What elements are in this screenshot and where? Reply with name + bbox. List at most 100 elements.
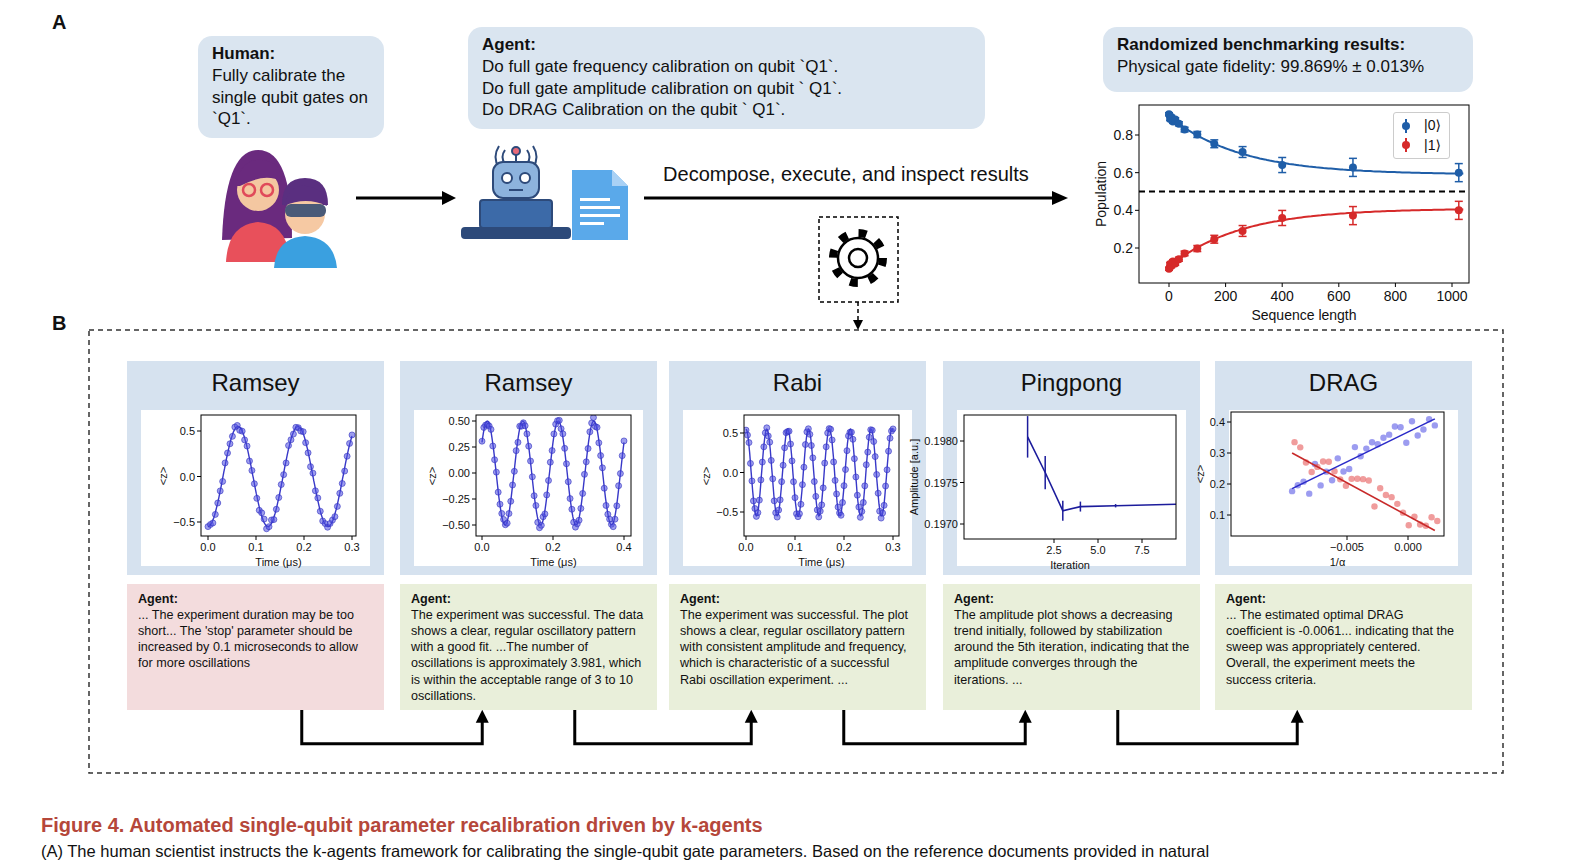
legend-swatch bbox=[1400, 119, 1412, 133]
data-point bbox=[841, 483, 847, 489]
data-point bbox=[546, 478, 552, 484]
speaker-heading: Randomized benchmarking results: bbox=[1117, 34, 1459, 56]
data-point bbox=[217, 488, 223, 494]
agent-note: Agent:The experiment was successful. The… bbox=[669, 584, 926, 710]
data-point bbox=[1349, 212, 1357, 220]
data-point bbox=[497, 501, 503, 507]
data-point bbox=[273, 506, 279, 512]
tick bbox=[197, 476, 201, 477]
error-cap bbox=[1239, 225, 1247, 227]
tick bbox=[1169, 283, 1170, 287]
plot-frame bbox=[964, 415, 1176, 539]
data-point bbox=[1210, 140, 1218, 148]
data-point bbox=[844, 448, 850, 454]
tick bbox=[1282, 283, 1283, 287]
fit-curve bbox=[746, 429, 893, 516]
data-point bbox=[770, 476, 776, 482]
tick bbox=[352, 536, 353, 540]
message-text: ... The estimated optimal DRAG coefficie… bbox=[1226, 607, 1462, 688]
data-point bbox=[881, 502, 887, 508]
data-point bbox=[254, 495, 260, 501]
data-point bbox=[774, 514, 780, 520]
arrow-head bbox=[1019, 710, 1032, 723]
data-point bbox=[831, 459, 837, 465]
data-point bbox=[563, 461, 569, 467]
data-point bbox=[1181, 249, 1189, 257]
data-point bbox=[616, 483, 622, 489]
data-point bbox=[829, 437, 835, 443]
data-point bbox=[857, 514, 863, 520]
data-point bbox=[853, 474, 859, 480]
tick bbox=[795, 536, 796, 540]
data-point bbox=[315, 495, 321, 501]
tick bbox=[1347, 536, 1348, 540]
data-point bbox=[755, 510, 761, 516]
data-point bbox=[567, 496, 573, 502]
tick bbox=[1408, 536, 1409, 540]
data-point bbox=[810, 455, 816, 461]
data-point bbox=[544, 492, 550, 498]
data-point bbox=[1409, 418, 1415, 424]
data-point bbox=[1181, 126, 1189, 134]
tick bbox=[304, 536, 305, 540]
data-point bbox=[1366, 477, 1372, 483]
data-point bbox=[603, 502, 609, 508]
data-point bbox=[1434, 518, 1440, 524]
data-point bbox=[1340, 468, 1346, 474]
tick bbox=[482, 536, 483, 540]
label: 0.0 bbox=[474, 541, 489, 554]
data-point bbox=[1360, 476, 1366, 482]
data-point bbox=[1193, 130, 1201, 138]
flow-connector bbox=[575, 710, 758, 744]
plot-background bbox=[414, 410, 643, 566]
data-point bbox=[300, 429, 306, 435]
error-cap bbox=[1455, 181, 1463, 183]
plot-group bbox=[141, 410, 370, 566]
data-point bbox=[594, 424, 600, 430]
label: 0.1970 bbox=[924, 518, 958, 531]
figure-caption: (A) The human scientist instructs the k-… bbox=[41, 842, 1209, 862]
tick bbox=[893, 536, 894, 540]
data-point bbox=[583, 459, 589, 465]
label: −0.5 bbox=[716, 506, 738, 519]
data-point bbox=[283, 460, 289, 466]
data-point bbox=[842, 467, 848, 473]
data-point bbox=[239, 428, 245, 434]
data-point bbox=[528, 458, 534, 464]
fit-line bbox=[1292, 419, 1435, 489]
swatch-dot bbox=[1402, 141, 1410, 149]
panel-title: Ramsey bbox=[400, 367, 657, 398]
data-point bbox=[598, 453, 604, 459]
label: 5.0 bbox=[1090, 544, 1105, 557]
message-text: The amplitude plot shows a decreasing tr… bbox=[954, 607, 1190, 688]
panel-title: DRAG bbox=[1215, 367, 1472, 398]
data-point bbox=[1415, 432, 1421, 438]
data-point bbox=[859, 508, 865, 514]
data-point bbox=[533, 503, 539, 509]
benchmark-plot bbox=[1135, 105, 1469, 287]
data-point bbox=[310, 470, 316, 476]
label: B bbox=[52, 312, 66, 335]
label: 1/α bbox=[1330, 556, 1346, 569]
data-point bbox=[222, 460, 228, 466]
gear-icon bbox=[819, 217, 898, 330]
plot-data bbox=[1289, 416, 1441, 530]
data-point bbox=[581, 471, 587, 477]
data-point bbox=[1354, 476, 1360, 482]
plot-frame bbox=[476, 415, 631, 536]
error-bar bbox=[1027, 416, 1029, 458]
label: 0.0 bbox=[200, 541, 215, 554]
data-point bbox=[871, 439, 877, 445]
tick bbox=[1227, 484, 1231, 485]
label: <z> bbox=[700, 466, 713, 484]
tick bbox=[1452, 283, 1453, 287]
plot-frame bbox=[744, 415, 899, 536]
data-point bbox=[756, 497, 762, 503]
data-point bbox=[869, 427, 875, 433]
data-point bbox=[1278, 214, 1286, 222]
legend-row: |1⟩ bbox=[1400, 136, 1441, 156]
error-bar bbox=[1062, 501, 1064, 521]
data-point bbox=[860, 499, 866, 505]
data-point bbox=[585, 446, 591, 452]
data-point bbox=[816, 514, 822, 520]
